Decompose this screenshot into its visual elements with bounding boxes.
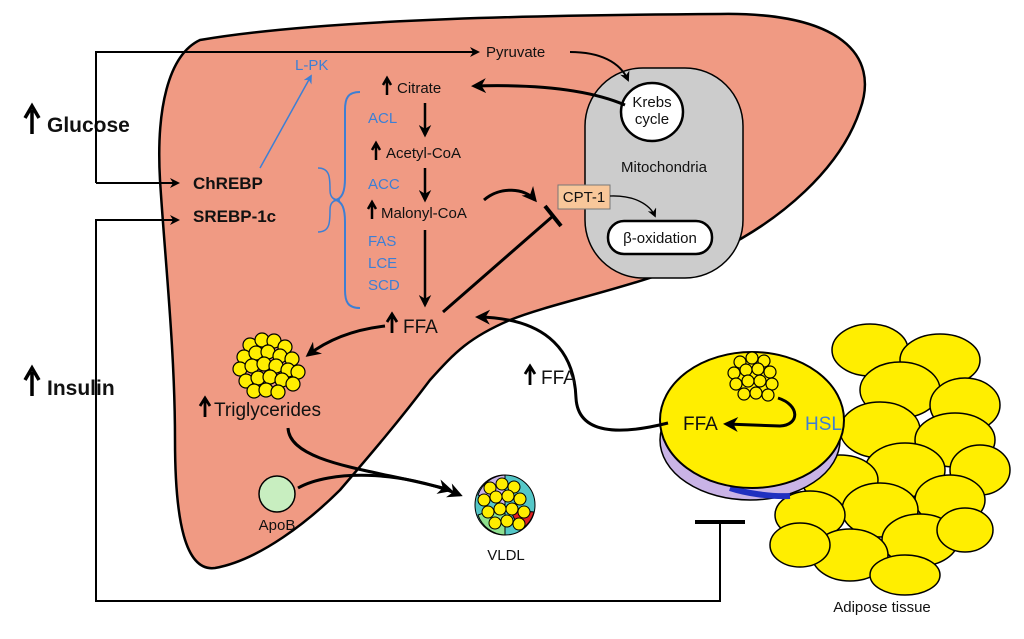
adipose-tissue-cells bbox=[769, 323, 1011, 596]
ffa-liver-up-arrow-icon bbox=[385, 311, 399, 333]
citrate-label: Citrate bbox=[397, 80, 441, 97]
beta-oxidation-node bbox=[606, 219, 714, 256]
malonylcoa-to-cpt1-arrow bbox=[483, 185, 537, 203]
adipose-ffa-to-liver-arrow bbox=[475, 309, 669, 432]
pyruvate-label: Pyruvate bbox=[486, 44, 545, 61]
cpt1-to-beta-arrow bbox=[609, 195, 657, 218]
citrate-up-arrow-icon bbox=[381, 75, 393, 95]
srebp-label: SREBP-1c bbox=[193, 207, 276, 226]
adipocyte-lipid-droplet bbox=[727, 351, 779, 402]
malonylcoa-up-arrow-icon bbox=[366, 199, 378, 219]
acetylcoa-label: Acetyl-CoA bbox=[386, 145, 461, 162]
ffa-blood-up-arrow-icon bbox=[523, 363, 537, 385]
acc-label: ACC bbox=[368, 176, 400, 193]
glucose-label: Glucose bbox=[47, 114, 130, 137]
mitochondria-label: Mitochondria bbox=[621, 159, 708, 176]
inhibition-bar-icon-cpt1 bbox=[543, 204, 563, 228]
vldl-label: VLDL bbox=[487, 547, 525, 564]
hsl-to-ffa-arrow bbox=[723, 396, 797, 432]
scd-label: SCD bbox=[368, 277, 400, 294]
cpt1-label: CPT-1 bbox=[563, 189, 606, 206]
apob-to-vldl-arrow bbox=[297, 473, 463, 498]
krebs-to-citrate-arrow bbox=[471, 78, 626, 107]
malonylcoa-label: Malonyl-CoA bbox=[381, 205, 467, 222]
acl-label: ACL bbox=[368, 110, 397, 127]
adipose-tissue-label: Adipose tissue bbox=[833, 599, 931, 616]
triglycerides-label: Triglycerides bbox=[214, 400, 321, 421]
lce-label: LCE bbox=[368, 255, 397, 272]
ffa-liver-label: FFA bbox=[403, 317, 438, 338]
insulin-label: Insulin bbox=[47, 377, 115, 400]
chrebp-label: ChREBP bbox=[193, 174, 263, 193]
insulin-up-arrow-icon bbox=[23, 364, 41, 396]
triglycerides-up-arrow-icon bbox=[198, 395, 212, 417]
ffa-to-triglycerides-arrow bbox=[305, 324, 386, 357]
beta-oxidation-label: β-oxidation bbox=[623, 230, 697, 247]
hsl-band bbox=[729, 485, 791, 500]
krebs-line2: cycle bbox=[635, 111, 669, 128]
krebs-line1: Krebs bbox=[632, 94, 671, 111]
apob-particle bbox=[258, 475, 296, 513]
glucose-up-arrow-icon-shape bbox=[23, 102, 41, 134]
glucose-to-pyruvate-line bbox=[95, 47, 480, 183]
fas-label: FAS bbox=[368, 233, 396, 250]
vldl-particle bbox=[474, 474, 536, 536]
triglycerides-cluster bbox=[232, 332, 306, 400]
pyruvate-to-krebs-arrow bbox=[569, 51, 630, 82]
chrebp-to-lpk-arrow bbox=[259, 74, 312, 169]
acetylcoa-up-arrow-icon bbox=[370, 140, 382, 160]
cpt1-box bbox=[557, 184, 611, 210]
hsl-label: HSL bbox=[805, 414, 842, 435]
ffa-blood-label: FFA bbox=[541, 368, 576, 389]
ffa-inhibits-cpt1-line bbox=[442, 214, 554, 314]
brace-large bbox=[332, 91, 361, 309]
lpk-label: L-PK bbox=[295, 57, 328, 74]
krebs-cycle-node bbox=[619, 81, 685, 143]
apob-label: ApoB bbox=[259, 517, 296, 534]
ffa-adipose-label: FFA bbox=[683, 414, 718, 435]
brace-small bbox=[317, 167, 341, 233]
